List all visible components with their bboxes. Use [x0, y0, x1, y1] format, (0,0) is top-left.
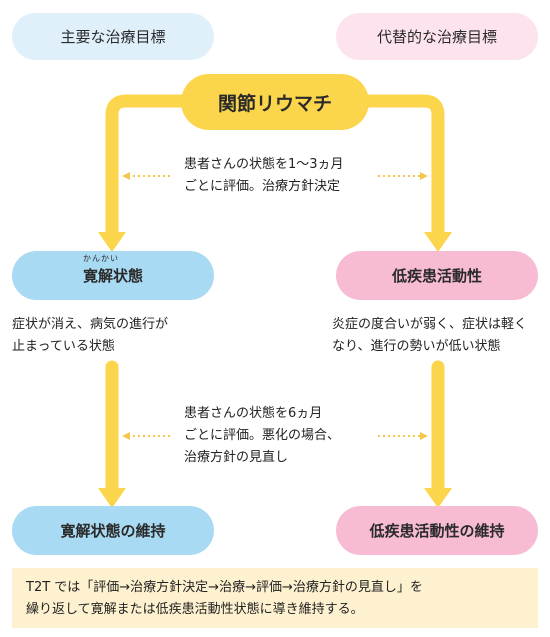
maintain-low-activity-node: 低疾患活動性の維持	[336, 506, 538, 555]
evaluation-note-mid: 患者さんの状態を6ヵ月 ごとに評価。悪化の場合、 治療方針の見直し	[184, 403, 384, 469]
right-branch-arrow	[358, 94, 445, 239]
left-branch-arrowhead	[98, 232, 126, 252]
alternative-goal-label: 代替的な治療目標	[336, 13, 538, 60]
evaluation-note-top-line1: 患者さんの状態を1～3ヵ月	[184, 157, 344, 172]
dotted-arrowhead-top-left	[122, 172, 130, 180]
remission-title: かんかい 寛解	[82, 254, 118, 286]
evaluation-note-top-line2: ごとに評価。治療方針決定	[184, 179, 341, 194]
t2t-summary-line1: T2T では「評価→治療方針決定→治療→評価→治療方針の見直し」を	[26, 580, 423, 595]
low-disease-activity-node: 低疾患活動性	[336, 251, 538, 300]
remission-description: 症状が消え、病気の進行が 止まっている状態	[12, 314, 232, 358]
right-lower-arrowhead	[424, 488, 452, 508]
remission-node: かんかい 寛解状態	[12, 251, 214, 300]
remission-title-main: 寛解	[82, 267, 113, 285]
low-disease-activity-description: 炎症の度合いが弱く、症状は軽く なり、進行の勢いが低い状態	[332, 314, 546, 358]
remission-desc-line2: 止まっている状態	[12, 339, 115, 354]
evaluation-note-mid-line3: 治療方針の見直し	[184, 450, 289, 465]
remission-furigana: かんかい	[82, 254, 119, 263]
left-lower-arrowhead	[98, 488, 126, 508]
dotted-arrowhead-mid-left	[122, 432, 130, 440]
maintain-remission-node: 寛解状態の維持	[12, 506, 214, 555]
t2t-summary-box: T2T では「評価→治療方針決定→治療→評価→治療方針の見直し」を 繰り返して寛…	[12, 568, 538, 628]
low-disease-activity-title: 低疾患活動性	[391, 267, 482, 285]
left-branch-arrow	[105, 94, 192, 239]
low-disease-activity-desc-line1: 炎症の度合いが弱く、症状は軽く	[332, 317, 528, 332]
primary-goal-text: 主要な治療目標	[60, 28, 166, 46]
root-node-label: 関節リウマチ	[217, 92, 332, 115]
low-disease-activity-desc-line2: なり、進行の勢いが低い状態	[332, 339, 501, 354]
maintain-remission-label: 寛解状態の維持	[60, 522, 166, 540]
t2t-summary-line2: 繰り返して寛解または低疾患活動性状態に導き維持する。	[26, 602, 364, 617]
evaluation-note-mid-line1: 患者さんの状態を6ヵ月	[184, 406, 323, 421]
dotted-arrowhead-top-right	[420, 172, 428, 180]
alternative-goal-text: 代替的な治療目標	[376, 28, 497, 46]
remission-title-rest: 状態	[113, 267, 144, 285]
dotted-arrowhead-mid-right	[420, 432, 428, 440]
evaluation-note-mid-line2: ごとに評価。悪化の場合、	[184, 428, 341, 443]
root-node: 関節リウマチ	[181, 74, 369, 130]
remission-desc-line1: 症状が消え、病気の進行が	[12, 317, 169, 332]
primary-goal-label: 主要な治療目標	[12, 13, 214, 60]
maintain-low-activity-label: 低疾患活動性の維持	[369, 522, 505, 540]
evaluation-note-top: 患者さんの状態を1～3ヵ月 ごとに評価。治療方針決定	[184, 154, 384, 198]
right-branch-arrowhead	[424, 232, 452, 252]
